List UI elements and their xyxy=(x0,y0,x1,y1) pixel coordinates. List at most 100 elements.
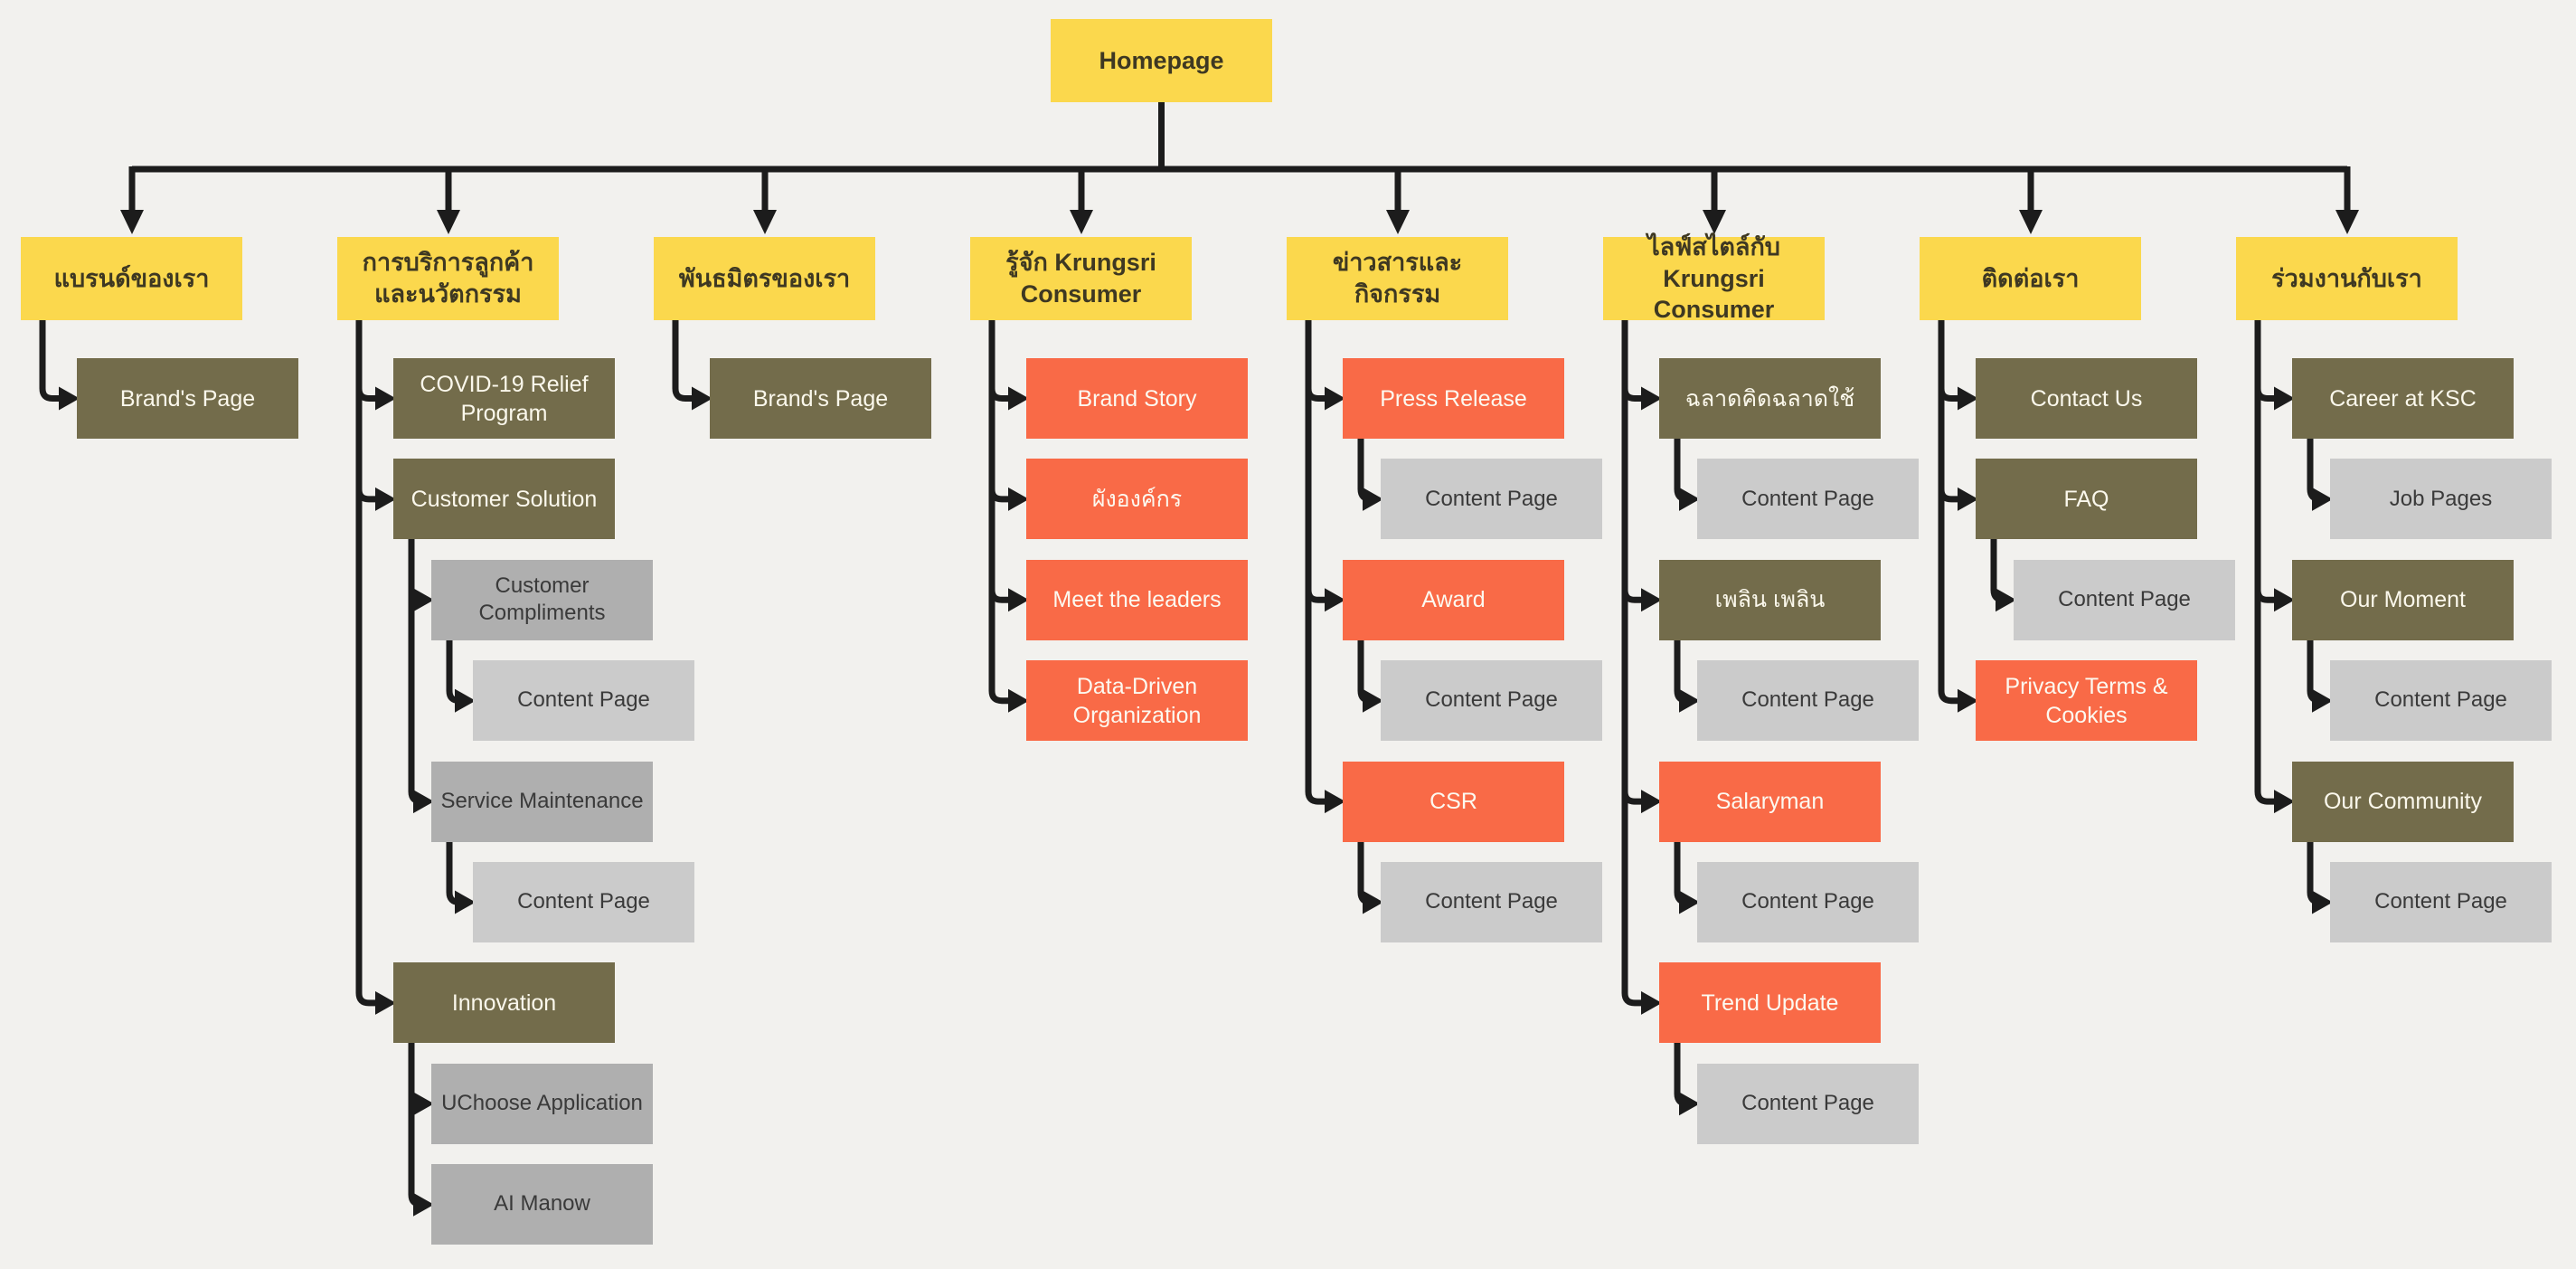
node-customer-compliments: Customer Compliments xyxy=(431,559,653,640)
node-label: รู้จัก Krungsri Consumer xyxy=(1005,249,1156,308)
node-label: Award xyxy=(1421,587,1486,613)
connector-line xyxy=(355,317,378,1007)
node-service-maintenance: Service Maintenance xyxy=(431,761,653,842)
node-label: ข่าวสารและกิจกรรม xyxy=(1332,249,1463,308)
arrowhead-icon xyxy=(2312,890,2333,914)
node-label: Content Page xyxy=(2374,687,2507,713)
arrowhead-icon xyxy=(1363,890,1383,914)
node-salaryman-content: Content Page xyxy=(1697,862,1919,942)
node-innovation: Innovation xyxy=(393,962,615,1044)
node-label: Customer Solution xyxy=(410,486,598,512)
arrowhead-icon xyxy=(2312,688,2333,713)
node-label: Brand's Page xyxy=(119,385,256,412)
node-customer-service-innovation: การบริการลูกค้า และนวัตกรรม xyxy=(337,237,559,320)
node-smart-think-content: Content Page xyxy=(1697,459,1919,540)
node-job-pages: Job Pages xyxy=(2330,459,2552,540)
arrowhead-icon xyxy=(2274,386,2295,411)
arrowhead-icon xyxy=(455,890,476,914)
node-label: ฉลาดคิดฉลาดใช้ xyxy=(1684,385,1855,412)
node-label: Brand's Page xyxy=(752,385,889,412)
node-our-moment-content: Content Page xyxy=(2330,660,2552,742)
node-about-krungsri-consumer: รู้จัก Krungsri Consumer xyxy=(970,237,1192,320)
node-csr-content: Content Page xyxy=(1381,862,1602,942)
node-brands-page-1: Brand's Page xyxy=(77,358,298,439)
node-label: CSR xyxy=(1430,789,1477,815)
node-label: การบริการลูกค้า และนวัตกรรม xyxy=(362,249,534,308)
node-label: Privacy Terms & Cookies xyxy=(2005,673,2168,728)
arrowhead-icon xyxy=(1325,386,1345,411)
arrowhead-icon xyxy=(753,210,777,234)
arrowhead-icon xyxy=(59,386,80,411)
arrowhead-icon xyxy=(1325,588,1345,612)
node-uchoose-application: UChoose Application xyxy=(431,1063,653,1144)
node-label: Trend Update xyxy=(1701,990,1839,1016)
arrowhead-icon xyxy=(1958,688,1978,713)
node-our-moment: Our Moment xyxy=(2292,559,2514,640)
arrowhead-icon xyxy=(1679,487,1700,511)
node-org-chart: ผังองค์กร xyxy=(1026,459,1248,540)
node-label: Brand Story xyxy=(1077,385,1197,412)
arrowhead-icon xyxy=(1958,487,1978,511)
node-label: FAQ xyxy=(2063,486,2109,512)
node-our-community-content: Content Page xyxy=(2330,862,2552,942)
node-ai-manow: AI Manow xyxy=(431,1164,653,1245)
arrowhead-icon xyxy=(375,487,396,511)
node-press-release: Press Release xyxy=(1343,358,1564,439)
arrowhead-icon xyxy=(413,588,434,612)
node-label: Service Maintenance xyxy=(440,788,644,813)
node-plearn-plearn: เพลิน เพลิน xyxy=(1659,559,1881,640)
node-faq-content: Content Page xyxy=(2014,559,2235,640)
node-plearn-content: Content Page xyxy=(1697,660,1919,742)
node-label: Content Page xyxy=(1425,889,1558,914)
connector-line xyxy=(39,317,61,402)
node-brands-page-2: Brand's Page xyxy=(710,358,931,439)
node-covid-relief-program: COVID-19 Relief Program xyxy=(393,358,615,439)
node-smart-think-smart-spend: ฉลาดคิดฉลาดใช้ xyxy=(1659,358,1881,439)
node-faq: FAQ xyxy=(1976,459,2197,540)
arrowhead-icon xyxy=(1008,588,1029,612)
arrowhead-icon xyxy=(120,210,144,234)
node-our-brands: แบรนด์ของเรา xyxy=(21,237,242,320)
arrowhead-icon xyxy=(455,688,476,713)
node-label: UChoose Application xyxy=(441,1090,643,1115)
node-label: COVID-19 Relief Program xyxy=(420,371,589,426)
node-data-driven-organization: Data-Driven Organization xyxy=(1026,660,1248,742)
node-meet-the-leaders: Meet the leaders xyxy=(1026,559,1248,640)
node-lifestyle-krungsri-consumer: ไลฟ์สไตล์กับ Krungsri Consumer xyxy=(1603,233,1825,323)
node-label: ผังองค์กร xyxy=(1091,486,1183,512)
node-label: Content Page xyxy=(1741,889,1874,914)
node-our-partners: พันธมิตรของเรา xyxy=(654,237,875,320)
connector-line xyxy=(1305,317,1327,805)
node-award: Award xyxy=(1343,559,1564,640)
arrowhead-icon xyxy=(1008,386,1029,411)
node-label: Our Moment xyxy=(2340,587,2466,613)
arrowhead-icon xyxy=(1008,487,1029,511)
node-career-at-ksc: Career at KSC xyxy=(2292,358,2514,439)
arrowhead-icon xyxy=(2274,588,2295,612)
arrowhead-icon xyxy=(1386,210,1410,234)
connector-line xyxy=(988,317,1011,705)
node-trend-update: Trend Update xyxy=(1659,962,1881,1044)
node-brand-story: Brand Story xyxy=(1026,358,1248,439)
node-label: Salaryman xyxy=(1715,789,1825,815)
arrowhead-icon xyxy=(1703,210,1726,234)
connector-line xyxy=(1938,317,1960,705)
node-customer-compliments-content: Content Page xyxy=(473,660,694,742)
node-label: Career at KSC xyxy=(2329,385,2477,412)
node-label: เพลิน เพลิน xyxy=(1714,587,1826,613)
node-label: ไลฟ์สไตล์กับ Krungsri Consumer xyxy=(1647,233,1780,324)
arrowhead-icon xyxy=(1679,1092,1700,1116)
node-label: ติดต่อเรา xyxy=(1981,264,2080,292)
node-label: Customer Compliments xyxy=(478,573,606,626)
arrowhead-icon xyxy=(1070,210,1093,234)
arrowhead-icon xyxy=(1641,790,1662,814)
arrowhead-icon xyxy=(1996,588,2016,612)
node-label: Content Page xyxy=(2058,586,2191,611)
node-contact-us: Contact Us xyxy=(1976,358,2197,439)
node-label: Content Page xyxy=(1741,486,1874,511)
node-label: Content Page xyxy=(517,687,650,713)
arrowhead-icon xyxy=(2274,790,2295,814)
node-label: Content Page xyxy=(1425,687,1558,713)
